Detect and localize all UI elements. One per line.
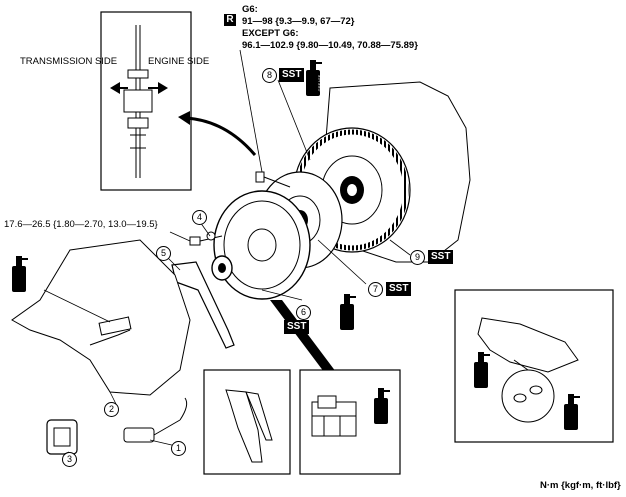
- torque-except-value: 96.1—102.9 {9.80—10.49, 70.88—75.89}: [242, 40, 418, 51]
- callout-6: 6: [296, 305, 311, 320]
- clutch-cover: [213, 190, 311, 300]
- sst-badge-6: SST: [284, 320, 310, 334]
- transmission-side-label: TRANSMISSION SIDE: [20, 56, 118, 67]
- callout-8: 8: [262, 68, 277, 83]
- svg-text:GREASE: GREASE: [317, 74, 322, 91]
- torque-except-label: EXCEPT G6:: [242, 28, 299, 39]
- callout-3: 3: [62, 452, 77, 467]
- torque-g6-label: G6:: [242, 4, 258, 15]
- sst-badge-7: SST: [386, 282, 412, 296]
- detail-pointer-arrow: [184, 116, 257, 156]
- arrow-left-icon: [110, 82, 120, 94]
- torque-g6-value: 91—98 {9.3—9.9, 67—72}: [242, 16, 355, 27]
- callout-9: 9: [410, 250, 425, 265]
- grease-icon: [564, 394, 580, 430]
- grease-icon: GREASE: [306, 60, 322, 96]
- detail-pointer-bar: [270, 300, 336, 372]
- release-fork: [171, 261, 235, 349]
- grease-icon: [340, 294, 356, 330]
- arrow-right-icon: [158, 82, 168, 94]
- grease-icon: [374, 388, 390, 424]
- callout-4: 4: [192, 210, 207, 225]
- grease-icon: [12, 256, 28, 292]
- sst-badge-8: SST: [279, 68, 305, 82]
- callout-1: 1: [171, 441, 186, 456]
- callout-2: 2: [104, 402, 119, 417]
- fork-shaft-detail: [123, 25, 153, 178]
- callout-5: 5: [156, 246, 171, 261]
- release-cylinder: [123, 397, 188, 443]
- pressure-plate-bolt: [255, 171, 291, 188]
- callout-7: 7: [368, 282, 383, 297]
- torque-badge: R: [224, 14, 236, 26]
- units-label: N·m {kgf·m, ft·lbf}: [540, 480, 621, 491]
- input-shaft: [98, 316, 132, 336]
- engine-side-label: ENGINE SIDE: [148, 56, 210, 67]
- bolt-torque-value: 17.6—26.5 {1.80—2.70, 13.0—19.5}: [4, 219, 158, 230]
- grease-icon: [474, 352, 490, 388]
- sst-badge-9: SST: [428, 250, 454, 264]
